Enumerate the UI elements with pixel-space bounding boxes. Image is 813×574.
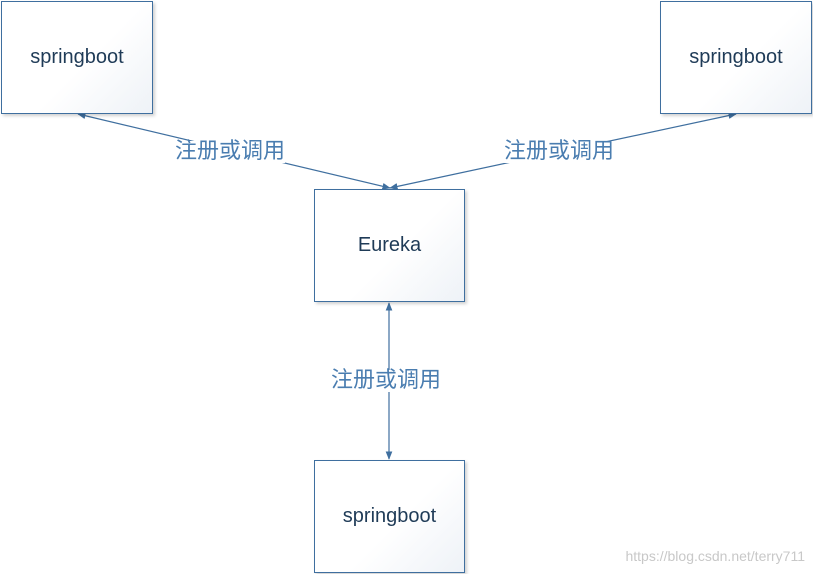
node-label: springboot [30, 46, 124, 68]
node-label: springboot [689, 46, 783, 68]
node-springboot-top-left: springboot [1, 1, 153, 114]
node-eureka: Eureka [314, 189, 465, 302]
edge-left-label: 注册或调用 [175, 139, 286, 164]
edge-bottom-label: 注册或调用 [331, 368, 442, 393]
node-label: springboot [342, 505, 437, 527]
node-label: Eureka [357, 234, 422, 256]
watermark-text: https://blog.csdn.net/terry711 [625, 548, 805, 564]
node-springboot-bottom: springboot [314, 460, 465, 573]
edge-right-label: 注册或调用 [504, 139, 615, 164]
node-springboot-top-right: springboot [660, 1, 812, 114]
